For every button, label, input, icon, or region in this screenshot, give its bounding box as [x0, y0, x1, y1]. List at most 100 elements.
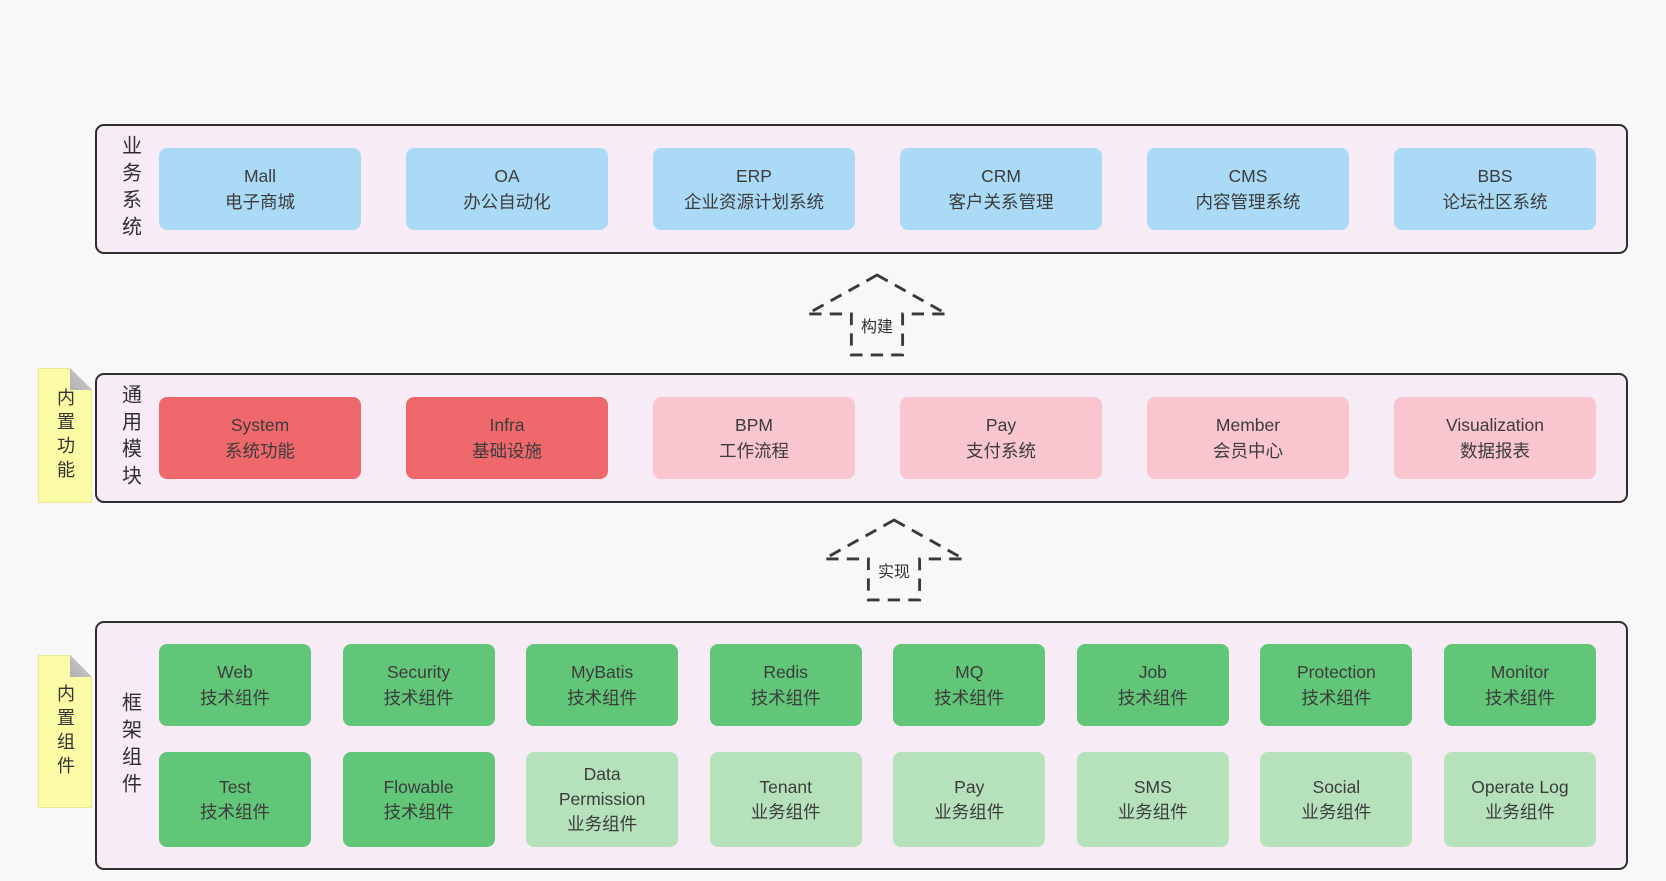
module-subtitle: 论坛社区系统 — [1442, 192, 1548, 212]
module-name: MQ — [955, 662, 984, 682]
arrow-build-label: 构建 — [857, 313, 897, 337]
module-name: Mall — [243, 166, 277, 186]
module-subtitle: 支付系统 — [966, 441, 1036, 461]
module-subtitle: 客户关系管理 — [948, 192, 1054, 212]
box-visualization: Visualization 数据报表 — [1394, 397, 1596, 479]
module-subtitle: 系统功能 — [225, 441, 295, 461]
box-crm: CRM 客户关系管理 — [900, 148, 1102, 230]
module-name: Monitor — [1490, 662, 1550, 682]
box-job: Job 技术组件 — [1076, 644, 1229, 726]
module-name: Visualization — [1446, 415, 1544, 435]
box-mq: MQ 技术组件 — [893, 644, 1046, 726]
box-pay: Pay 支付系统 — [900, 397, 1102, 479]
box-protection: Protection 技术组件 — [1260, 644, 1413, 726]
box-operate-log: Operate Log 业务组件 — [1443, 752, 1596, 847]
module-name: Protection — [1296, 662, 1376, 682]
module-subtitle: 工作流程 — [719, 441, 789, 461]
module-name: Flowable — [383, 776, 454, 797]
box-flowable: Flowable 技术组件 — [342, 752, 495, 847]
module-name: Social — [1312, 776, 1361, 797]
sticky-note-builtin-features: 内置功能 — [38, 368, 92, 503]
box-member: Member 会员中心 — [1147, 397, 1349, 479]
arrow-implement-label: 实现 — [874, 558, 914, 582]
module-name: Job — [1138, 662, 1167, 682]
module-name: CRM — [981, 166, 1021, 186]
box-test: Test 技术组件 — [159, 752, 311, 847]
module-subtitle: 技术组件 — [383, 688, 454, 708]
sticky-note-label: 内置组件 — [55, 683, 75, 780]
module-subtitle: 技术组件 — [567, 688, 638, 708]
up-arrow-icon — [801, 273, 953, 357]
module-name: Tenant — [759, 776, 812, 797]
module-subtitle: 技术组件 — [1117, 688, 1188, 708]
module-subtitle: 技术组件 — [200, 801, 270, 822]
module-subtitle: 技术组件 — [1484, 688, 1555, 708]
module-name: SMS — [1133, 776, 1172, 797]
module-name: Security — [386, 662, 451, 682]
module-subtitle: 基础设施 — [472, 441, 542, 461]
box-system: System 系统功能 — [159, 397, 361, 479]
module-subtitle: 电子商城 — [225, 192, 295, 212]
module-subtitle: 业务组件 — [1484, 801, 1555, 822]
module-name: Web — [217, 662, 253, 682]
module-name: CMS — [1228, 166, 1268, 186]
sticky-note-builtin-components: 内置组件 — [38, 655, 92, 808]
box-oa: OA 办公自动化 — [406, 148, 608, 230]
module-subtitle: 内容管理系统 — [1195, 192, 1301, 212]
module-subtitle: 企业资源计划系统 — [684, 192, 824, 212]
module-subtitle: 会员中心 — [1213, 441, 1283, 461]
box-cms: CMS 内容管理系统 — [1147, 148, 1349, 230]
module-subtitle: 业务组件 — [1117, 801, 1188, 822]
module-subtitle: 技术组件 — [1301, 688, 1372, 708]
module-name: OA — [494, 166, 520, 186]
layer-title-framework-components: 框架组件 — [118, 691, 141, 800]
module-subtitle: 业务组件 — [934, 801, 1005, 822]
module-subtitle: 技术组件 — [200, 688, 270, 708]
arrow-build: 构建 — [801, 273, 953, 357]
layer-title-business-systems: 业务系统 — [118, 135, 141, 243]
layer-title-common-modules: 通用模块 — [118, 384, 141, 492]
box-infra: Infra 基础设施 — [406, 397, 608, 479]
module-subtitle: 办公自动化 — [463, 192, 551, 212]
module-subtitle: 业务组件 — [1301, 801, 1372, 822]
module-name: Member — [1215, 415, 1281, 435]
module-name: Operate Log — [1471, 776, 1569, 797]
module-subtitle: 数据报表 — [1460, 441, 1530, 461]
module-name: Test — [218, 776, 252, 797]
box-social: Social 业务组件 — [1260, 752, 1413, 847]
up-arrow-icon — [818, 518, 970, 602]
box-tenant: Tenant 业务组件 — [709, 752, 862, 847]
module-name: System — [230, 415, 290, 435]
module-name: Pay — [985, 415, 1017, 435]
arrow-implement: 实现 — [818, 518, 970, 602]
module-subtitle: 业务组件 — [750, 801, 821, 822]
module-subtitle: 技术组件 — [934, 688, 1005, 708]
box-security: Security 技术组件 — [342, 644, 495, 726]
box-mall: Mall 电子商城 — [159, 148, 361, 230]
module-name: Infra — [489, 415, 525, 435]
module-subtitle: 技术组件 — [383, 801, 454, 822]
box-bbs: BBS 论坛社区系统 — [1394, 148, 1596, 230]
module-name: Redis — [763, 662, 809, 682]
module-name: BBS — [1477, 166, 1513, 186]
module-name: Data Permission — [558, 764, 646, 809]
box-web: Web 技术组件 — [159, 644, 311, 726]
sticky-note-label: 内置功能 — [55, 387, 75, 484]
